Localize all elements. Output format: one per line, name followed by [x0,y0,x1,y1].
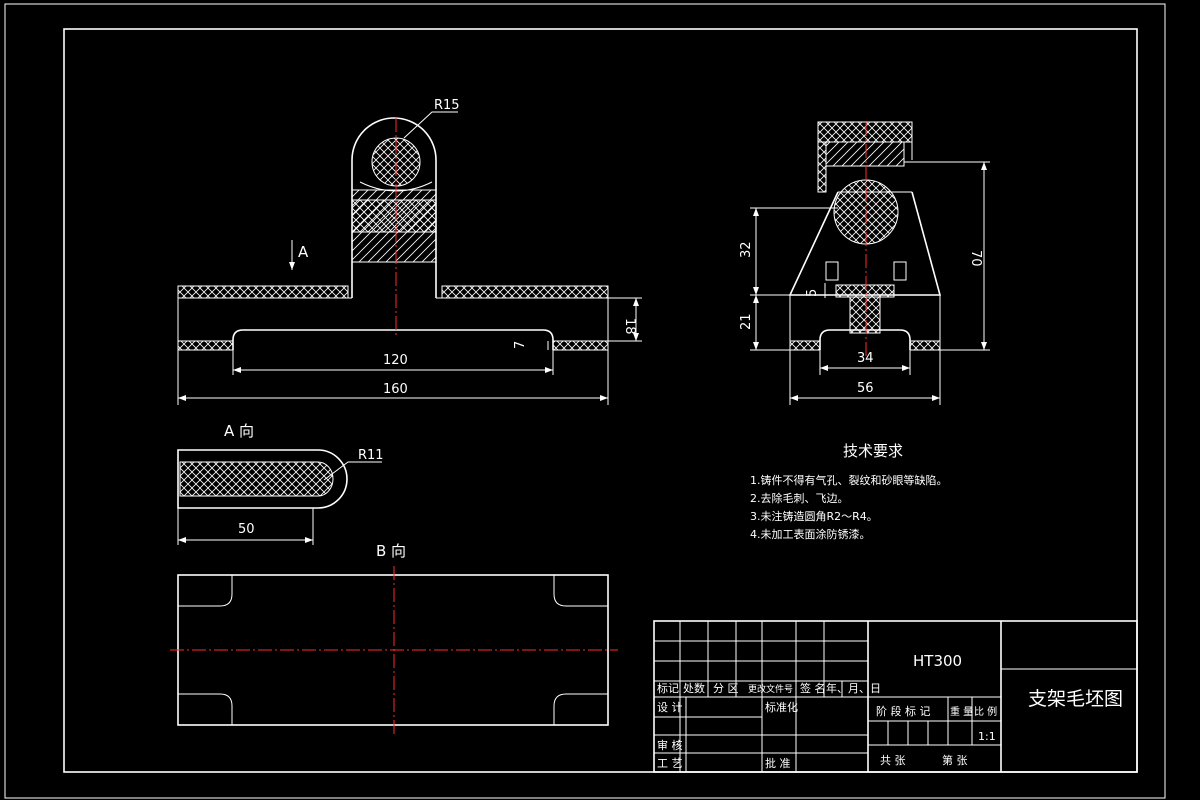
view-b-title: B 向 [376,542,406,560]
material-label: HT300 [913,652,962,670]
tb-sheet-total: 共 张 [880,754,906,767]
tb-review: 审 核 [657,738,683,752]
tb-process: 工 艺 [657,757,683,770]
dim-56: 56 [857,381,874,396]
drawing-name: 支架毛坯图 [1028,688,1123,710]
radius-label-r15: R15 [434,98,460,113]
tech-item-2: 2.去除毛刺、飞边。 [750,491,849,505]
tb-design: 设 计 [657,701,683,714]
tb-approve: 批 准 [765,756,791,770]
dim-32: 32 [739,241,754,258]
dim-120: 120 [383,353,408,368]
tech-title: 技术要求 [843,442,903,460]
outer-border [4,3,1166,799]
dim-18: 18 [622,318,637,335]
tech-item-4: 4.未加工表面涂防锈漆。 [750,527,871,541]
view-a-title: A 向 [224,422,254,440]
view-arrow-a-label: A [298,243,309,261]
tb-sheet-no: 第 张 [942,753,968,767]
tb-standardize: 标准化 [765,700,798,714]
tb-weight: 重 量 [950,705,973,718]
radius-label-r11: R11 [358,448,384,463]
dim-70: 70 [968,250,983,267]
dim-7: 7 [513,341,528,349]
tb-header-change-doc: 更改文件号 [748,683,793,695]
tech-item-1: 1.铸件不得有气孔、裂纹和砂眼等缺陷。 [750,473,948,487]
tb-header-mark: 标记 [657,681,679,695]
tb-scale-label: 比 例 [974,705,997,718]
dim-34: 34 [857,351,874,366]
tech-item-3: 3.未注铸造圆角R2～R4。 [750,509,878,523]
tech-requirements: 技术要求 1.铸件不得有气孔、裂纹和砂眼等缺陷。 2.去除毛刺、飞边。 3.未注… [750,442,948,541]
title-block: HT300 支架毛坯图 标记 处数 分 区 更改文件号 签 名 年、月、日 设 … [653,620,1138,773]
inner-frame [63,28,1138,773]
tb-scale-value: 1:1 [978,730,996,743]
dim-21: 21 [739,313,754,330]
tb-header-date: 年、月、日 [826,681,881,695]
tb-stage-mark: 阶 段 标 记 [876,704,931,718]
dim-160: 160 [383,382,408,397]
tb-header-count: 处数 [683,682,705,695]
view-a: A 向 R11 50 [177,422,384,545]
side-view: 32 21 5 70 34 56 [739,121,990,405]
dim-50: 50 [238,522,255,537]
dim-5: 5 [805,289,820,297]
tb-header-sign: 签 名 [800,681,826,695]
view-b: B 向 [170,542,618,734]
tb-header-zone: 分 区 [713,682,739,695]
front-view: R15 A 120 160 18 7 [177,98,642,405]
